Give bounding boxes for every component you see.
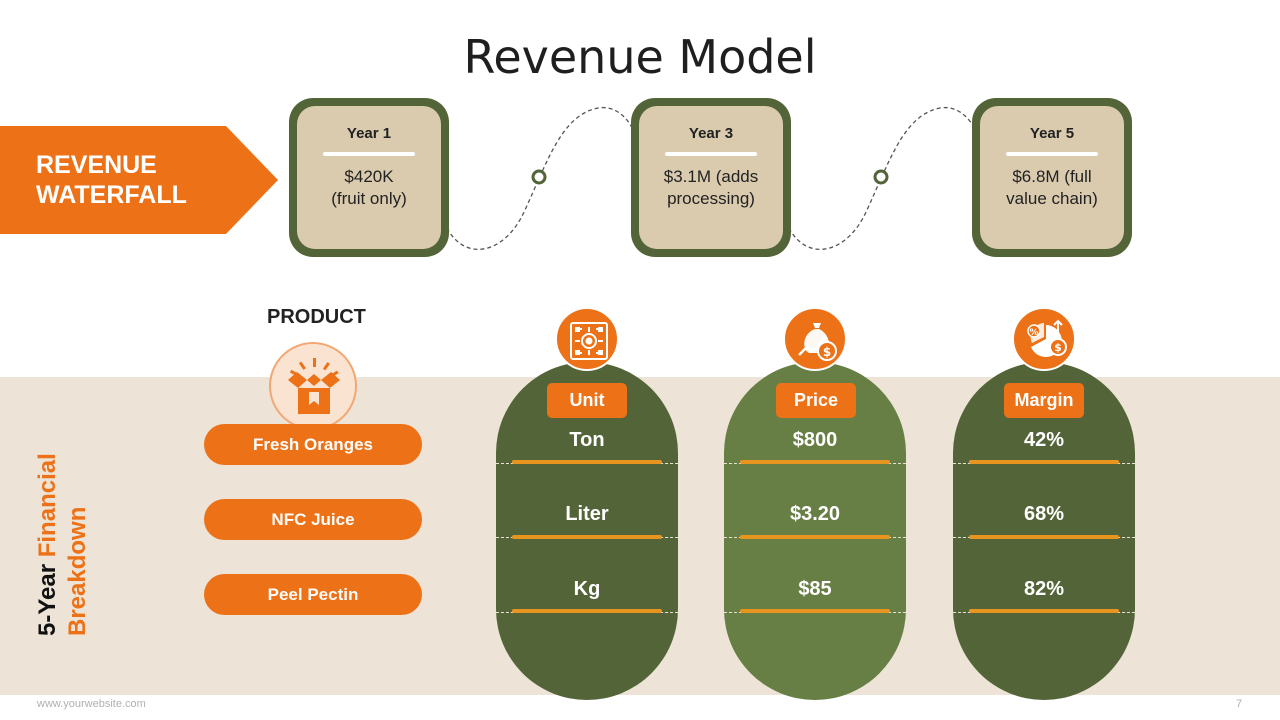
open-box-icon: [269, 342, 357, 430]
year-label: Year 5: [1029, 125, 1075, 142]
product-fresh-oranges: Fresh Oranges: [204, 424, 422, 465]
unit-cell-fresh-oranges: Ton: [569, 429, 605, 451]
revenue-waterfall-banner: REVENUE WATERFALL: [0, 126, 280, 234]
year-divider: [323, 152, 415, 156]
margin-cell-fresh-oranges: 42%: [1023, 429, 1065, 451]
year-divider: [665, 152, 757, 156]
connector-node-1: [531, 169, 547, 185]
unit-header: Unit: [547, 383, 627, 418]
unit-cell-nfc-juice: Liter: [565, 503, 609, 525]
price-cell-peel-pectin: $85: [798, 578, 832, 600]
unit-column: [496, 362, 678, 700]
year-card-3: Year 3 $3.1M (adds processing): [631, 98, 791, 257]
row-accent-bar: [512, 535, 662, 539]
year-value-line-2: value chain): [1006, 189, 1098, 208]
margin-cell-nfc-juice: 68%: [1023, 503, 1065, 525]
year-value-line-2: processing): [667, 189, 755, 208]
year-value-line-1: $6.8M (full: [1012, 167, 1092, 186]
timeline-connectors: [446, 106, 976, 251]
product-peel-pectin: Peel Pectin: [204, 574, 422, 615]
year-value-line-1: $3.1M (adds: [663, 167, 759, 186]
banner-line-1: REVENUE: [36, 151, 157, 179]
unit-cell-peel-pectin: Kg: [573, 578, 601, 600]
price-cell-fresh-oranges: $800: [792, 429, 838, 451]
side-label-orange-1: Financial: [34, 453, 61, 558]
footer-website[interactable]: www.yourwebsite.com: [37, 698, 146, 710]
margin-header: Margin: [1004, 383, 1084, 418]
year-label: Year 3: [688, 125, 734, 142]
year-value-line-1: $420K: [344, 167, 394, 186]
money-bag-growth-icon: $: [783, 307, 847, 371]
banner-line-2: WATERFALL: [36, 181, 187, 209]
svg-text:%: %: [1029, 328, 1038, 338]
svg-text:$: $: [1054, 341, 1062, 354]
product-nfc-juice: NFC Juice: [204, 499, 422, 540]
year-card-5: Year 5 $6.8M (full value chain): [972, 98, 1132, 257]
row-accent-bar: [969, 535, 1119, 539]
banner-text: REVENUE WATERFALL: [36, 150, 236, 210]
page-title: Revenue Model: [463, 30, 817, 84]
row-accent-bar: [740, 460, 890, 464]
price-cell-nfc-juice: $3.20: [789, 503, 841, 525]
price-column: [724, 362, 906, 700]
banner-arrow-shape: [0, 126, 278, 234]
year-value-line-2: (fruit only): [331, 189, 407, 208]
side-label-dark: 5-Year: [34, 563, 61, 636]
side-label-orange-2: Breakdown: [64, 506, 91, 636]
svg-text:$: $: [823, 345, 831, 359]
row-accent-bar: [740, 535, 890, 539]
row-accent-bar: [740, 609, 890, 613]
price-header: Price: [776, 383, 856, 418]
row-accent-bar: [512, 609, 662, 613]
year-card-1: Year 1 $420K (fruit only): [289, 98, 449, 257]
page-number: 7: [1236, 698, 1243, 710]
product-header: PRODUCT: [267, 306, 366, 328]
margin-cell-peel-pectin: 82%: [1023, 578, 1065, 600]
row-accent-bar: [512, 460, 662, 464]
year-label: Year 1: [346, 125, 392, 142]
connector-node-2: [873, 169, 889, 185]
five-year-breakdown-label: 5-Year Financial Breakdown: [33, 436, 93, 636]
year-divider: [1006, 152, 1098, 156]
margin-column: [953, 362, 1135, 700]
chip-settings-icon: [555, 307, 619, 371]
row-accent-bar: [969, 460, 1119, 464]
percent-pie-chart-icon: % $: [1012, 307, 1076, 371]
row-accent-bar: [969, 609, 1119, 613]
